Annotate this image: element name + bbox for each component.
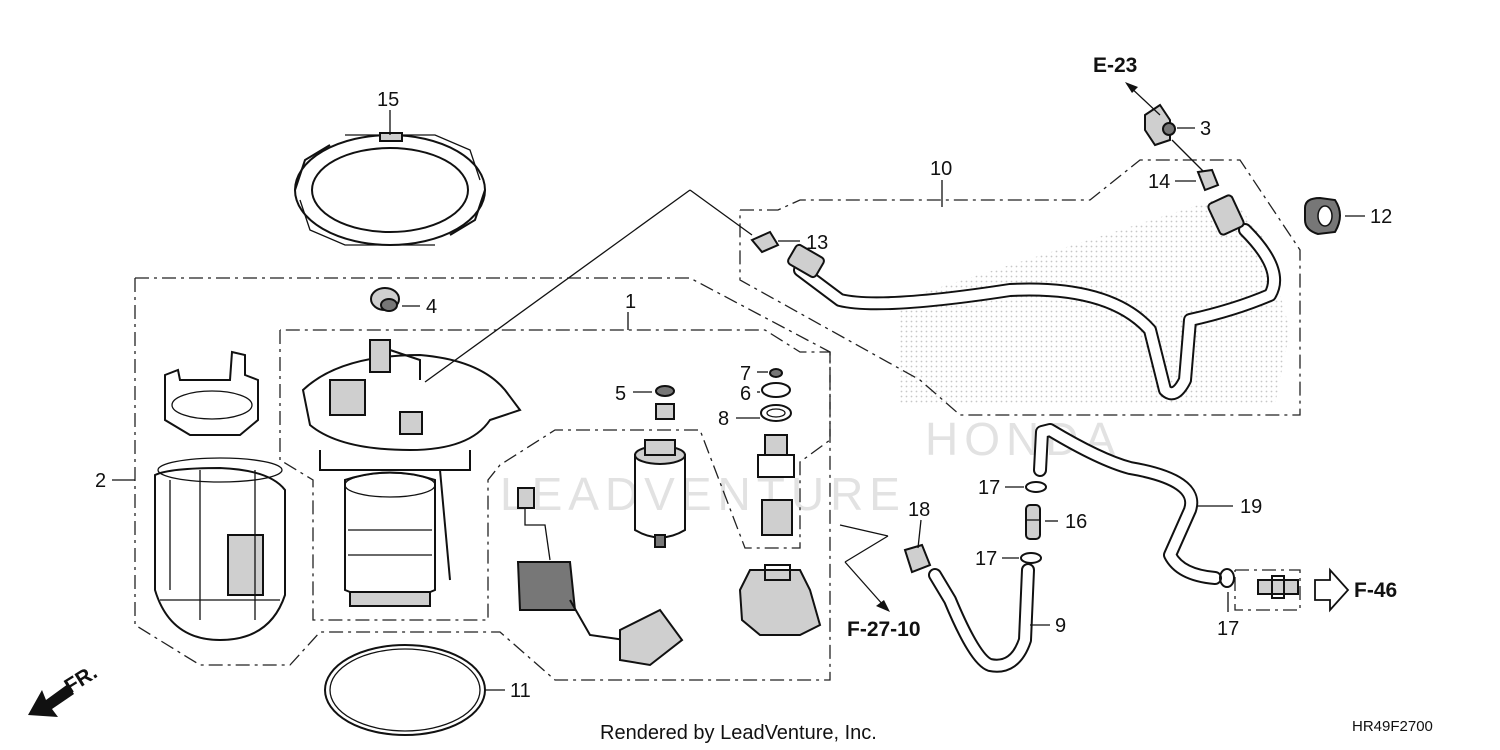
- outline-assembly-2: [135, 277, 831, 353]
- callout-17: 17: [975, 548, 997, 570]
- outline-assembly-1: [279, 329, 831, 621]
- reference-arrow-icon: [1314, 567, 1350, 613]
- fuel-level-sender: [516, 487, 684, 667]
- callout-9: 9: [1055, 615, 1066, 637]
- part-16-joint: [1025, 504, 1041, 540]
- callout-6: 6: [740, 383, 751, 405]
- callout-17: 17: [1217, 618, 1239, 640]
- part-1-fuel-pump-module: [301, 339, 522, 607]
- part-15-lock-ring: [294, 132, 486, 246]
- f46-connector: [1257, 575, 1299, 599]
- callout-16: 16: [1065, 511, 1087, 533]
- leadventure-watermark: LEADVENTURE: [500, 468, 906, 520]
- reference-arrow-icon: [1125, 82, 1161, 116]
- part-10-fuel-hose: [787, 194, 1281, 401]
- part-6-o-ring: [761, 382, 791, 398]
- reference-e23: E-23: [1093, 54, 1137, 77]
- fuel-pump-motor: [634, 439, 686, 548]
- part-14-clip: [1196, 168, 1220, 192]
- part-17-clamp: [1025, 481, 1047, 493]
- part-17-clamp: [1219, 568, 1235, 588]
- callout-13: 13: [806, 232, 828, 254]
- callout-8: 8: [718, 408, 729, 430]
- part-9-vent-hose: [928, 563, 1035, 673]
- part-5-o-ring: [655, 385, 675, 397]
- reference-f46: F-46: [1354, 579, 1397, 602]
- reference-arrow-icon: [839, 524, 890, 612]
- part-3-bracket: [1144, 103, 1176, 147]
- callout-10: 10: [930, 158, 952, 180]
- callout-3: 3: [1200, 118, 1211, 140]
- callout-19: 19: [1240, 496, 1262, 518]
- part-11-gasket: [324, 644, 486, 736]
- part-5-collar: [655, 403, 675, 420]
- callout-18: 18: [908, 499, 930, 521]
- callout-2: 2: [95, 470, 106, 492]
- pressure-regulator: [757, 434, 795, 536]
- part-2-pump-holder: [154, 350, 286, 642]
- part-4-nut: [370, 287, 400, 312]
- part-13-clip: [750, 230, 780, 254]
- pump-base-plate: [738, 564, 822, 636]
- part-19-vent-hose: [1033, 423, 1222, 585]
- part-17-clamp: [1020, 552, 1042, 564]
- callout-12: 12: [1370, 206, 1392, 228]
- callout-7: 7: [740, 363, 751, 385]
- callout-17: 17: [978, 477, 1000, 499]
- footer-credit: Rendered by LeadVenture, Inc.: [600, 722, 877, 744]
- part-12-grommet: [1304, 196, 1341, 236]
- part-7-seal: [769, 368, 783, 378]
- callout-5: 5: [615, 383, 626, 405]
- callout-4: 4: [426, 296, 437, 318]
- diagram-code: HR49F2700: [1352, 718, 1433, 735]
- callout-11: 11: [510, 680, 531, 702]
- callout-1: 1: [625, 291, 636, 313]
- part-18-clamp: [903, 543, 932, 574]
- outline-assembly-10: [739, 159, 1301, 416]
- fr-arrow-icon: [28, 684, 74, 717]
- part-8-o-ring: [760, 404, 792, 422]
- reference-f27-10: F-27-10: [847, 618, 921, 641]
- callout-14: 14: [1148, 171, 1170, 193]
- callout-15: 15: [377, 89, 399, 111]
